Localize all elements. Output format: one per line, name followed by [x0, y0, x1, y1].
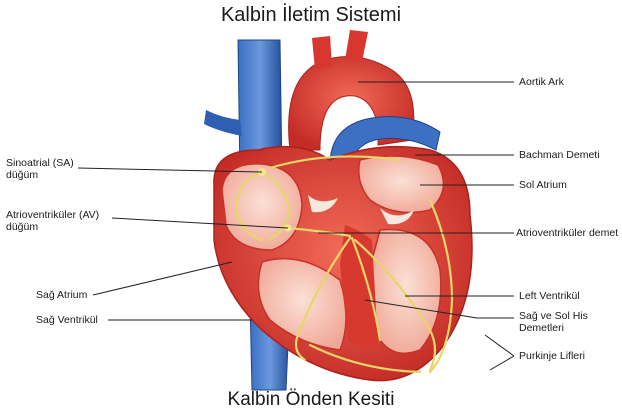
label-bundle-branches: Sağ ve Sol His Demetleri	[519, 310, 588, 334]
label-sa-node-line2: düğüm	[6, 169, 74, 181]
left-ventricle-chamber	[371, 230, 441, 354]
diagram-subtitle: Kalbin Önden Kesiti	[0, 389, 622, 411]
label-right-atrium: Sağ Atrium	[36, 289, 87, 301]
vein-branch	[204, 110, 242, 136]
label-bundle-branches-line2: Demetleri	[519, 322, 588, 334]
aortic-branch	[345, 30, 368, 62]
label-sa-node-line1: Sinoatrial (SA)	[6, 157, 74, 169]
leader-purkinje	[485, 335, 514, 356]
label-bachmann-bundle: Bachman Demeti	[519, 149, 600, 161]
label-aortic-arch: Aortik Ark	[519, 76, 564, 88]
leader-right-atrium	[93, 262, 232, 295]
label-purkinje-fibers: Purkinje Lifleri	[519, 350, 585, 362]
label-av-node-line1: Atrioventriküler (AV)	[6, 209, 99, 221]
label-av-bundle: Atrioventriküler demet	[516, 227, 618, 239]
label-av-node: Atrioventriküler (AV) düğüm	[6, 209, 99, 233]
label-sa-node: Sinoatrial (SA) düğüm	[6, 157, 74, 181]
label-right-ventricle: Sağ Ventrikül	[36, 314, 98, 326]
label-left-ventricle: Left Ventrikül	[519, 290, 580, 302]
label-bundle-branches-line1: Sağ ve Sol His	[519, 310, 588, 322]
label-av-node-line2: düğüm	[6, 221, 99, 233]
label-left-atrium: Sol Atrium	[519, 179, 567, 191]
aortic-branch	[312, 36, 332, 70]
leader-purkinje-b	[490, 356, 514, 370]
